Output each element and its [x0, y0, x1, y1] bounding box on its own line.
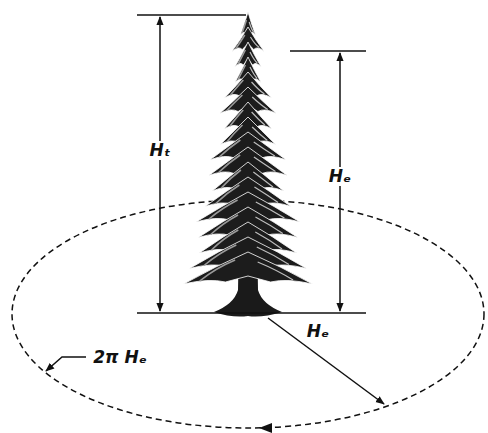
fir-tree [184, 12, 313, 317]
foliage-highlight [252, 97, 268, 110]
foliage-highlight [227, 95, 243, 111]
dimension-label: Hₑ [327, 167, 353, 186]
foliage-highlight [219, 155, 241, 173]
dimension-label: 2π Hₑ [91, 348, 149, 367]
foliage-highlight [200, 260, 235, 281]
foliage-highlight [250, 52, 257, 63]
foliage-tier [184, 252, 313, 284]
direction-arrow [259, 423, 272, 433]
foliage-highlight [250, 37, 259, 48]
foliage-highlight [238, 50, 245, 64]
dimension-label: Hₑ [305, 322, 331, 341]
foliage-highlight [230, 80, 243, 95]
foliage-highlight [236, 35, 245, 49]
foliage-highlight [258, 262, 293, 280]
dimension-lines [46, 15, 384, 404]
dimension-label: Hₜ [148, 141, 173, 160]
